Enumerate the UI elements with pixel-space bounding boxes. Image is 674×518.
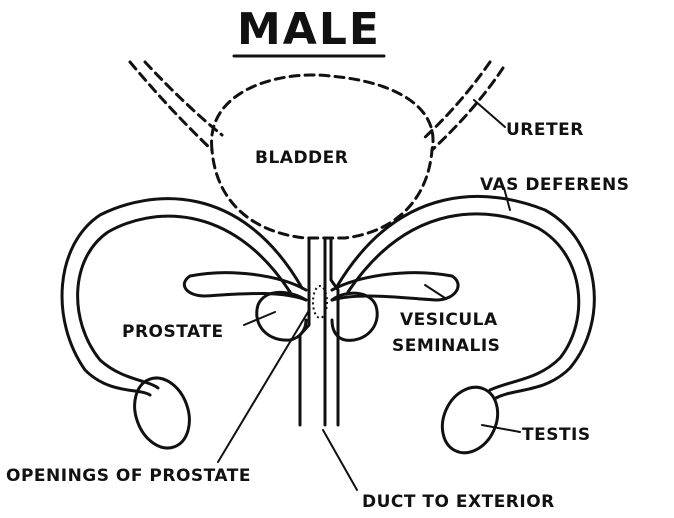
label-vesicula: VESICULA bbox=[400, 310, 498, 330]
label-bladder: BLADDER bbox=[255, 148, 348, 168]
diagram-title: MALE bbox=[237, 4, 381, 55]
label-testis: TESTIS bbox=[522, 425, 591, 445]
duct-leader bbox=[323, 430, 357, 490]
label-openings-of-prostate: OPENINGS OF PROSTATE bbox=[6, 466, 251, 486]
ureter-leader bbox=[474, 100, 505, 127]
left-ureter bbox=[130, 62, 222, 150]
label-duct-to-exterior: DUCT TO EXTERIOR bbox=[362, 492, 555, 512]
urethra-duct bbox=[300, 238, 338, 425]
right-testis bbox=[432, 378, 508, 462]
left-testis bbox=[125, 370, 198, 455]
label-ureter: URETER bbox=[506, 120, 584, 140]
testis-leader bbox=[482, 425, 520, 432]
label-prostate: PROSTATE bbox=[122, 322, 224, 342]
vesicula-leader bbox=[425, 285, 445, 298]
label-vas-deferens: VAS DEFERENS bbox=[480, 175, 629, 195]
openings-leader bbox=[218, 312, 308, 462]
label-seminalis: SEMINALIS bbox=[392, 336, 500, 356]
